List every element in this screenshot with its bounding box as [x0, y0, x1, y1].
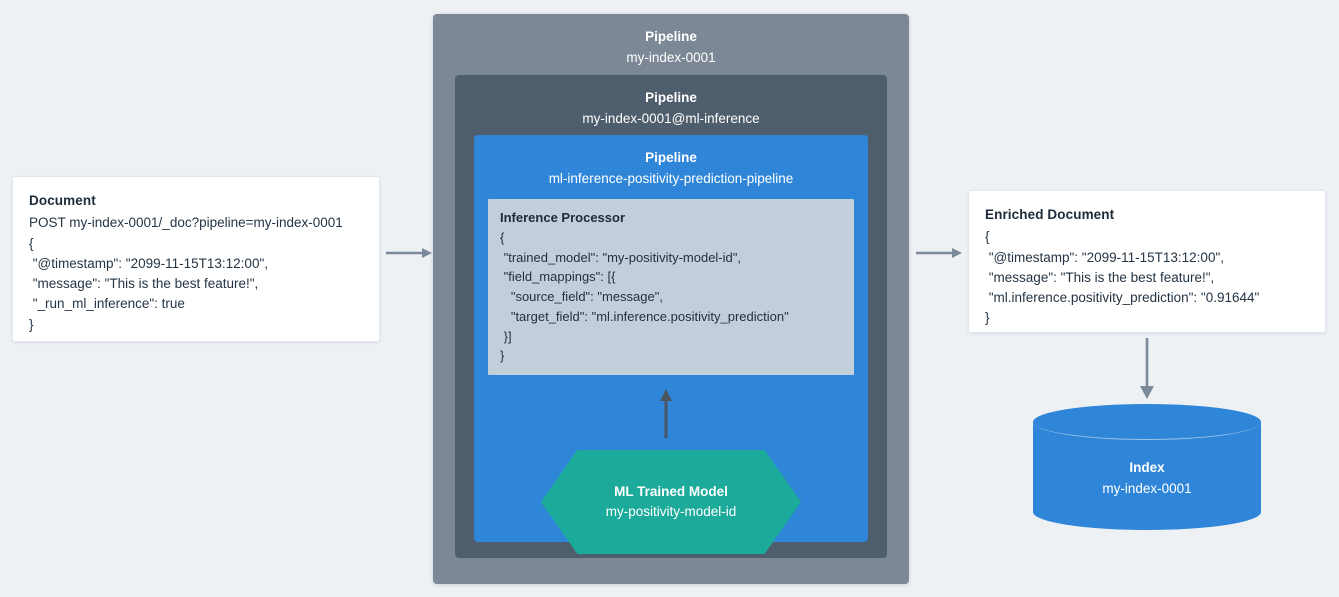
enriched-document-card-line-4: } [985, 310, 990, 326]
document-card: Document POST my-index-0001/_doc?pipelin… [12, 176, 380, 342]
index-cylinder: Index my-index-0001 [1033, 404, 1261, 530]
arrow-model-to-processor-icon [657, 388, 675, 443]
inference-processor-box: Inference Processor { "trained_model": "… [486, 197, 856, 377]
arrow-document-to-pipeline-icon [386, 244, 434, 267]
inference-processor-title: Inference Processor [500, 210, 626, 225]
ml-trained-model-hexagon: ML Trained Model my-positivity-model-id [541, 450, 801, 554]
inference-processor-line-0: { [500, 229, 505, 245]
index-name: my-index-0001 [1102, 480, 1192, 496]
inference-processor-line-3: "source_field": "message", [500, 289, 663, 304]
document-card-line-4: "_run_ml_inference": true [29, 296, 185, 312]
pipeline-inner: Pipeline ml-inference-positivity-predict… [474, 135, 868, 554]
pipeline-inner-header: Pipeline ml-inference-positivity-predict… [474, 135, 868, 190]
pipeline-outer-name: my-index-0001 [626, 49, 716, 65]
enriched-document-card-line-3: "ml.inference.positivity_prediction": "0… [985, 290, 1260, 305]
pipeline-outer-label: Pipeline [645, 29, 697, 44]
inference-processor-line-6: } [500, 348, 505, 364]
document-card-line-2: "@timestamp": "2099-11-15T13:12:00", [29, 255, 268, 271]
pipeline-outer: Pipeline my-index-0001 Pipeline my-index… [433, 14, 909, 584]
inference-processor-line-1: "trained_model": "my-positivity-model-id… [500, 249, 741, 265]
document-card-line-1: { [29, 235, 34, 251]
pipeline-middle-name: my-index-0001@ml-inference [582, 110, 760, 126]
inference-processor-line-2: "field_mappings": [{ [500, 269, 616, 285]
index-title: Index [1129, 460, 1165, 475]
enriched-document-card-line-0: { [985, 229, 990, 245]
document-card-title: Document [29, 193, 96, 208]
pipeline-inner-label: Pipeline [645, 150, 697, 165]
index-label-group: Index my-index-0001 [1033, 458, 1261, 500]
document-card-line-0: POST my-index-0001/_doc?pipeline=my-inde… [29, 215, 343, 231]
ml-trained-model-title: ML Trained Model [614, 483, 728, 499]
document-card-line-5: } [29, 316, 34, 332]
arrow-enriched-to-index-icon [1138, 338, 1156, 405]
arrow-pipeline-to-enriched-icon [916, 244, 964, 267]
inference-processor-line-5: }] [500, 328, 512, 344]
pipeline-middle-header: Pipeline my-index-0001@ml-inference [455, 75, 887, 130]
enriched-document-card: Enriched Document { "@timestamp": "2099-… [968, 190, 1326, 333]
pipeline-middle: Pipeline my-index-0001@ml-inference Pipe… [455, 75, 887, 558]
enriched-document-card-title: Enriched Document [985, 207, 1115, 222]
ml-trained-model-name: my-positivity-model-id [605, 504, 737, 519]
inference-processor-line-4: "target_field": "ml.inference.positivity… [500, 308, 789, 324]
enriched-document-card-line-2: "message": "This is the best feature!", [985, 269, 1215, 285]
enriched-document-card-line-1: "@timestamp": "2099-11-15T13:12:00", [985, 249, 1224, 265]
pipeline-inner-name: ml-inference-positivity-prediction-pipel… [548, 170, 794, 186]
document-card-line-3: "message": "This is the best feature!", [29, 276, 259, 291]
pipeline-outer-header: Pipeline my-index-0001 [433, 14, 909, 69]
cylinder-top-ellipse [1033, 404, 1261, 440]
pipeline-middle-label: Pipeline [645, 90, 697, 105]
